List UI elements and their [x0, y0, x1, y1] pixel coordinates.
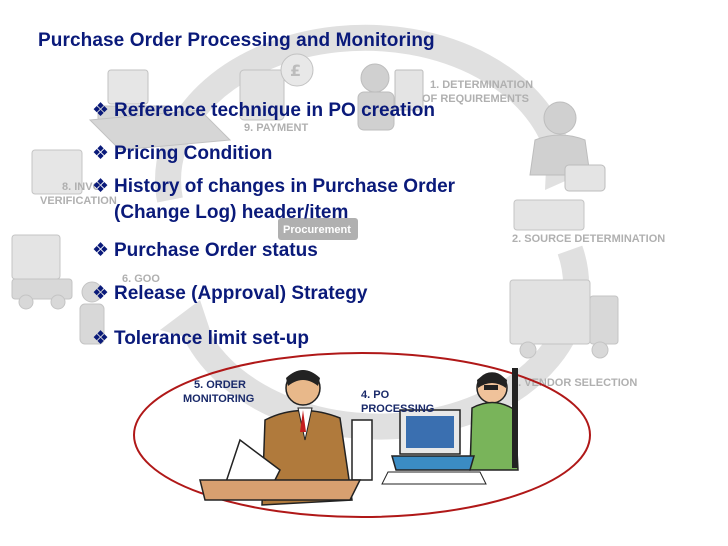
bullet-text: Pricing Condition: [114, 143, 273, 164]
stage-invoice-line1: 8. INVO: [62, 181, 102, 193]
stage-source: 2. SOURCE DETERMINATION: [512, 233, 665, 245]
bullet-item: ❖ Tolerance limit set-up: [92, 326, 562, 352]
bullet-item: ❖ Purchase Order status: [92, 238, 562, 264]
diamond-bullet-icon: ❖: [92, 328, 110, 349]
bullet-text: Tolerance limit set-up: [114, 328, 309, 349]
stage-determination-line1: 1. DETERMINATION: [430, 79, 533, 91]
procurement-label: Procurement: [283, 224, 351, 236]
bullet-item: ❖ History of changes in Purchase Order (…: [92, 174, 562, 226]
goods-clipart: [11, 234, 105, 345]
highlight-ellipse: [133, 352, 591, 518]
stage-invoice-line2: VERIFICATION: [40, 195, 117, 207]
stage-goods: 6. GOO: [122, 273, 160, 285]
bullet-item: ❖ Reference technique in PO creation: [92, 98, 562, 124]
invoice-clipart: [31, 149, 83, 195]
stage-po-processing-line2: PROCESSING: [361, 403, 434, 415]
order-monitoring-clipart: [199, 370, 373, 506]
procurement-center: Procurement: [278, 218, 358, 240]
diamond-bullet-icon: ❖: [92, 283, 110, 304]
stage-order-monitoring-line2: MONITORING: [183, 393, 254, 405]
slide-title: Purchase Order Processing and Monitoring: [38, 30, 435, 51]
stage-po-processing-line1: 4. PO: [361, 389, 390, 401]
bullet-text: History of changes in Purchase Order: [114, 176, 456, 197]
bullet-item: ❖ Release (Approval) Strategy: [92, 281, 562, 307]
diamond-bullet-icon: ❖: [92, 100, 110, 121]
stage-order-monitoring-line1: 5. ORDER: [194, 379, 246, 391]
bullet-text-continued: (Change Log) header/item: [114, 202, 349, 223]
diamond-bullet-icon: ❖: [92, 143, 110, 164]
payment-clipart: [88, 53, 314, 151]
source-clipart: [509, 199, 619, 359]
bullet-text: Purchase Order status: [114, 240, 318, 261]
bullet-text: Reference technique in PO creation: [114, 100, 435, 121]
po-processing-clipart: [381, 368, 519, 485]
determination-clipart: [357, 63, 606, 192]
stage-determination-line2: OF REQUIREMENTS: [422, 93, 529, 105]
diamond-bullet-icon: ❖: [92, 240, 110, 261]
diamond-bullet-icon: ❖: [92, 176, 110, 197]
stage-payment: 9. PAYMENT: [244, 122, 308, 134]
cycle-arrowhead-icon: [160, 300, 215, 345]
pound-coin-icon: £: [290, 61, 301, 80]
bullet-item: ❖ Pricing Condition: [92, 141, 562, 167]
bullet-text: Release (Approval) Strategy: [114, 283, 368, 304]
